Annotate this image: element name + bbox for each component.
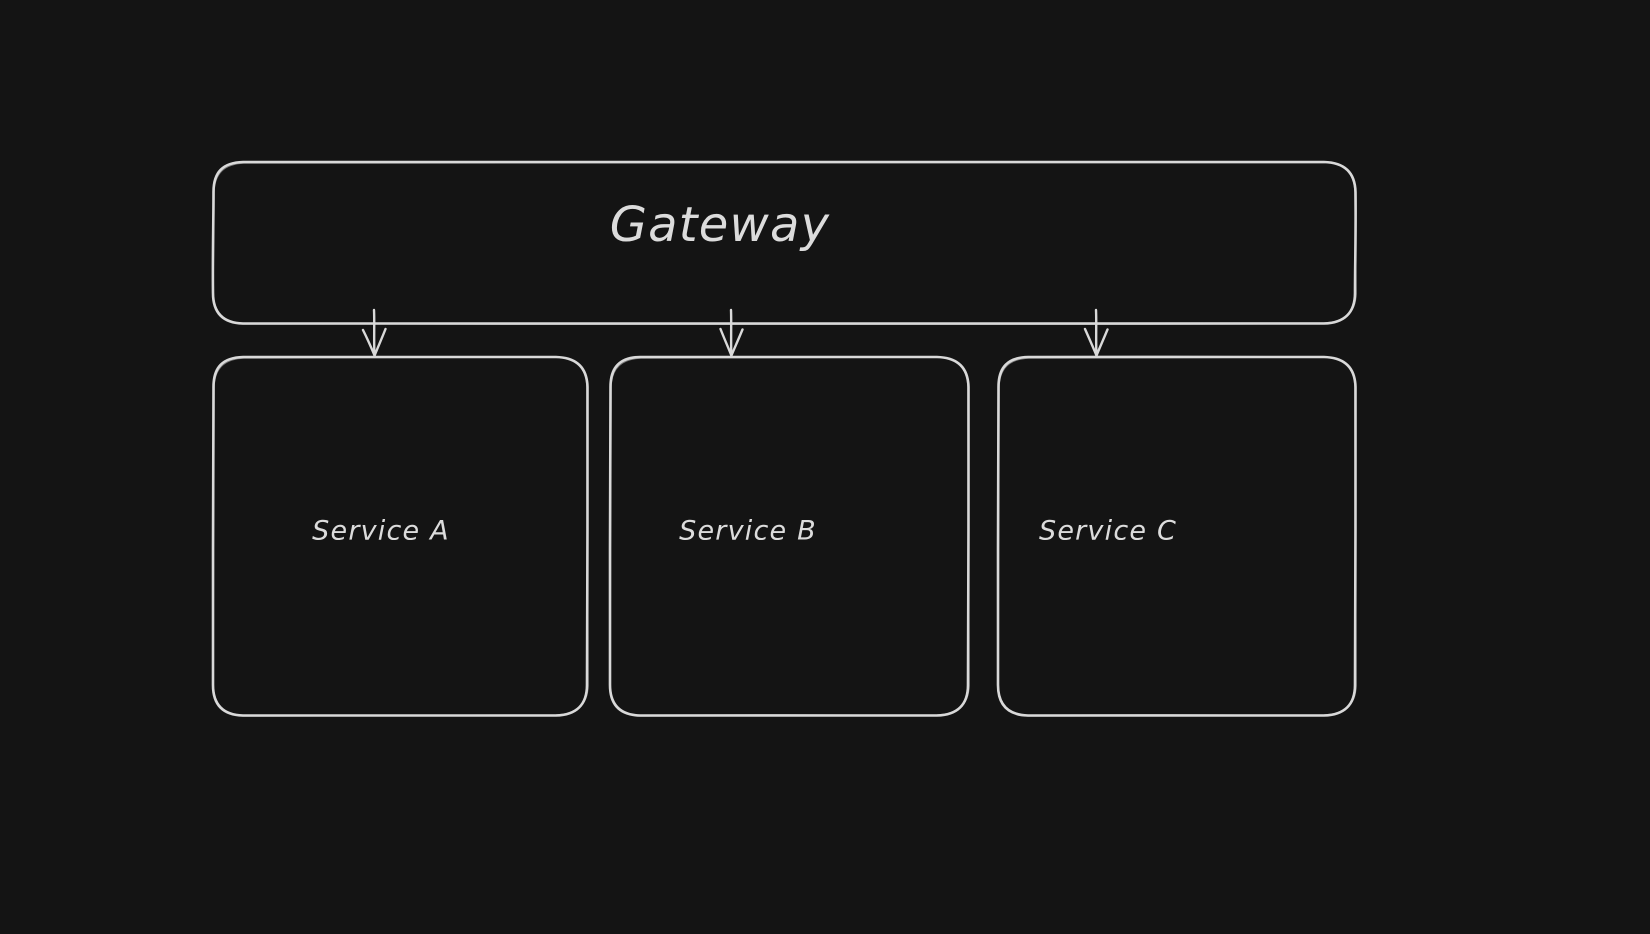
- edge-a-arrowhead-icon: [361, 327, 387, 357]
- node-service-c[interactable]: Service C: [996, 355, 1357, 717]
- service-a-label: Service A: [312, 516, 450, 547]
- node-service-b[interactable]: Service B: [608, 355, 970, 717]
- edge-gateway-to-service-b[interactable]: [719, 308, 744, 357]
- edge-b-arrowhead-icon: [719, 327, 744, 357]
- service-b-box[interactable]: [608, 355, 970, 717]
- service-a-box[interactable]: [211, 355, 589, 717]
- service-b-label: Service B: [679, 516, 817, 547]
- edge-gateway-to-service-c[interactable]: [1083, 308, 1109, 357]
- edge-c-arrowhead-icon: [1083, 327, 1109, 357]
- service-c-label: Service C: [1039, 516, 1177, 547]
- gateway-label: Gateway: [610, 197, 830, 253]
- edge-gateway-to-service-a[interactable]: [361, 308, 387, 357]
- node-gateway[interactable]: Gateway: [211, 160, 1357, 325]
- node-service-a[interactable]: Service A: [211, 355, 589, 717]
- gateway-box[interactable]: [211, 160, 1357, 325]
- service-c-box[interactable]: [996, 355, 1357, 717]
